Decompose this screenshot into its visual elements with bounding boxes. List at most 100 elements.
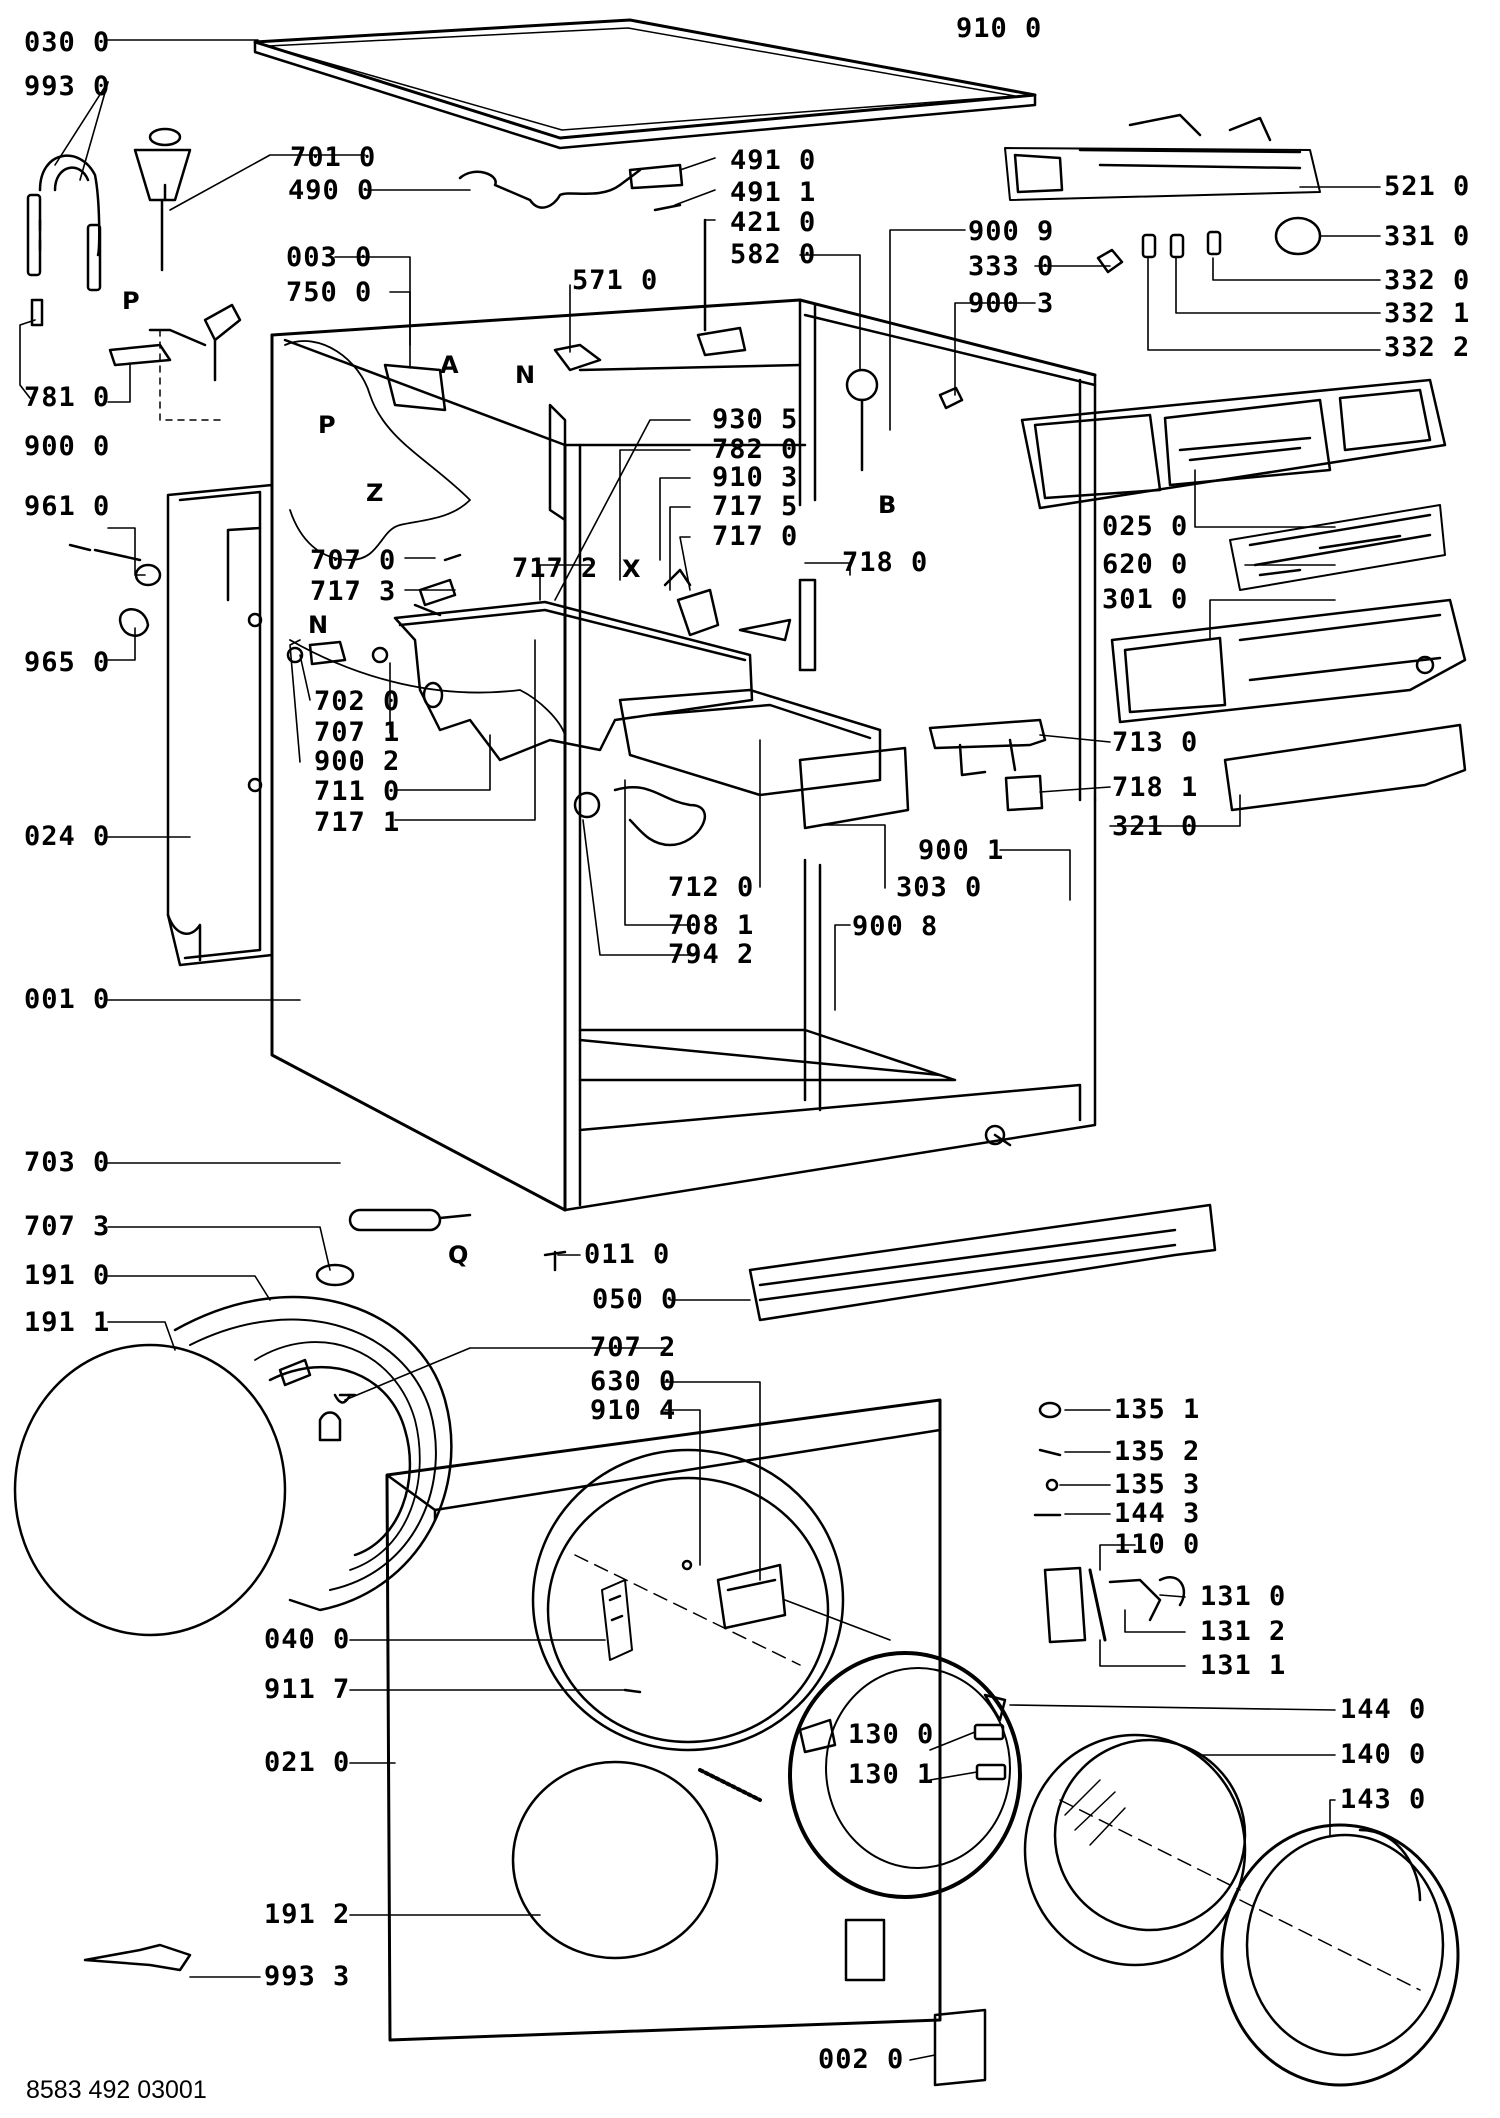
label-001-0: 001 0: [24, 984, 111, 1015]
label-421-0: 421 0: [730, 207, 817, 238]
label-143-0: 143 0: [1340, 1784, 1427, 1815]
control-panel-parts: [928, 113, 1467, 812]
label-717-0: 717 0: [712, 521, 799, 552]
label-521-0: 521 0: [1384, 171, 1471, 202]
label-131-1: 131 1: [1200, 1650, 1287, 1681]
letter-b: B: [878, 491, 897, 519]
label-025-0: 025 0: [1102, 511, 1189, 542]
label-140-0: 140 0: [1340, 1739, 1427, 1770]
label-040-0: 040 0: [264, 1624, 351, 1655]
label-301-0: 301 0: [1102, 584, 1189, 615]
label-144-3: 144 3: [1114, 1498, 1201, 1529]
label-900-1: 900 1: [918, 835, 1005, 866]
label-707-3: 707 3: [24, 1211, 111, 1242]
label-110-0: 110 0: [1114, 1529, 1201, 1560]
label-707-1: 707 1: [314, 717, 401, 748]
rear-panel: [166, 483, 274, 967]
label-717-2: 717 2: [512, 553, 599, 584]
cabinet-body: [247, 298, 1097, 1212]
label-191-0: 191 0: [24, 1260, 111, 1291]
letter-q: Q: [448, 1241, 469, 1269]
label-900-8: 900 8: [852, 911, 939, 942]
label-718-1: 718 1: [1112, 772, 1199, 803]
label-331-0: 331 0: [1384, 221, 1471, 252]
letter-a: A: [440, 351, 459, 379]
label-910-3: 910 3: [712, 462, 799, 493]
label-135-1: 135 1: [1114, 1394, 1201, 1425]
label-781-0: 781 0: [24, 382, 111, 413]
label-135-3: 135 3: [1114, 1469, 1201, 1500]
label-712-0: 712 0: [668, 872, 755, 903]
label-332-2: 332 2: [1384, 332, 1471, 363]
letter-n-top: N: [515, 361, 536, 389]
label-321-0: 321 0: [1112, 811, 1199, 842]
label-191-1: 191 1: [24, 1307, 111, 1338]
letter-z: Z: [366, 479, 384, 507]
label-050-0: 050 0: [592, 1284, 679, 1315]
label-750-0: 750 0: [286, 277, 373, 308]
dispenser-assembly: [286, 163, 910, 847]
front-panel: [385, 1398, 942, 2042]
label-620-0: 620 0: [1102, 549, 1189, 580]
label-703-0: 703 0: [24, 1147, 111, 1178]
label-900-0: 900 0: [24, 431, 111, 462]
label-490-0: 490 0: [288, 175, 375, 206]
label-582-0: 582 0: [730, 239, 817, 270]
label-130-1: 130 1: [848, 1759, 935, 1790]
label-135-2: 135 2: [1114, 1436, 1201, 1467]
label-782-0: 782 0: [712, 434, 799, 465]
label-993-3: 993 3: [264, 1961, 351, 1992]
label-002-0: 002 0: [818, 2044, 905, 2075]
label-900-3: 900 3: [968, 288, 1055, 319]
label-332-0: 332 0: [1384, 265, 1471, 296]
label-708-1: 708 1: [668, 910, 755, 941]
letter-n-mid: N: [308, 611, 329, 639]
top-lid: [253, 18, 1037, 150]
label-900-2: 900 2: [314, 746, 401, 777]
label-491-0: 491 0: [730, 145, 817, 176]
label-717-5: 717 5: [712, 491, 799, 522]
label-021-0: 021 0: [264, 1747, 351, 1778]
label-333-0: 333 0: [968, 251, 1055, 282]
letter-p-valve: P: [318, 411, 336, 439]
label-713-0: 713 0: [1112, 727, 1199, 758]
label-707-2: 707 2: [590, 1332, 677, 1363]
label-332-1: 332 1: [1384, 298, 1471, 329]
label-131-0: 131 0: [1200, 1581, 1287, 1612]
label-571-0: 571 0: [572, 265, 659, 296]
label-900-9: 900 9: [968, 216, 1055, 247]
label-630-0: 630 0: [590, 1366, 677, 1397]
drawer-front: [315, 1203, 1217, 1322]
letter-x: X: [622, 555, 641, 583]
label-961-0: 961 0: [24, 491, 111, 522]
label-711-0: 711 0: [314, 776, 401, 807]
label-701-0: 701 0: [290, 142, 377, 173]
label-717-1: 717 1: [314, 807, 401, 838]
label-717-3: 717 3: [310, 576, 397, 607]
label-130-0: 130 0: [848, 1719, 935, 1750]
label-911-7: 911 7: [264, 1674, 351, 1705]
label-930-5: 930 5: [712, 404, 799, 435]
label-030-0: 030 0: [24, 27, 111, 58]
label-993-0: 993 0: [24, 71, 111, 102]
leader-lines: [19, 39, 1381, 2061]
label-910-4: 910 4: [590, 1395, 677, 1426]
document-number: 8583 492 03001: [26, 2076, 207, 2104]
label-191-2: 191 2: [264, 1899, 351, 1930]
label-011-0: 011 0: [584, 1239, 671, 1270]
label-491-1: 491 1: [730, 177, 817, 208]
door-assembly: [83, 1401, 1460, 2087]
label-144-0: 144 0: [1340, 1694, 1427, 1725]
tub-front-and-seal: [13, 1295, 453, 1637]
label-702-0: 702 0: [314, 686, 401, 717]
label-131-2: 131 2: [1200, 1616, 1287, 1647]
left-side-components: [26, 127, 242, 637]
label-024-0: 024 0: [24, 821, 111, 852]
label-303-0: 303 0: [896, 872, 983, 903]
letter-p-inlet: P: [122, 287, 140, 315]
label-794-2: 794 2: [668, 939, 755, 970]
label-003-0: 003 0: [286, 242, 373, 273]
label-910-0: 910 0: [956, 13, 1043, 44]
